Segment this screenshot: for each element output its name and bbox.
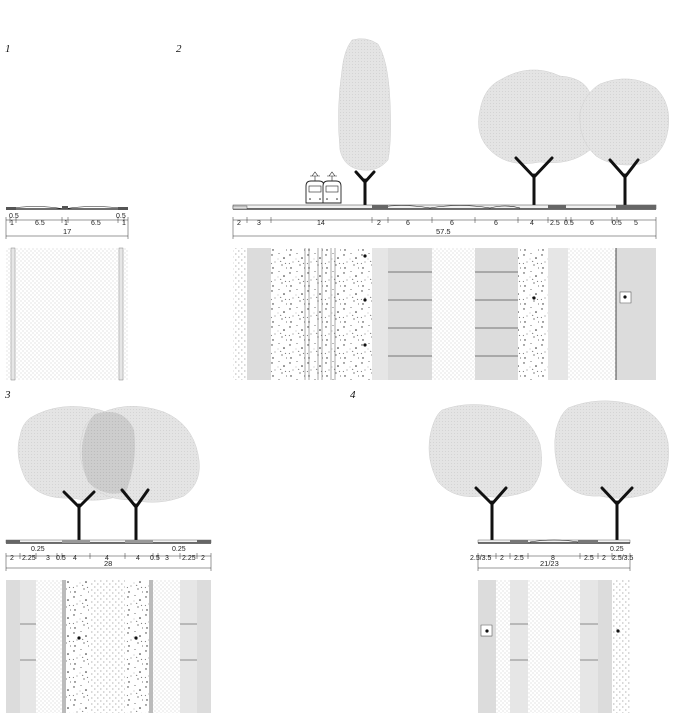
panel-4-dim: 2 bbox=[602, 555, 606, 562]
panel-3-upper-dim: 0.25 bbox=[172, 546, 186, 553]
panel-3-upper-dim: 0.25 bbox=[31, 546, 45, 553]
panel-3-dim: 2.25 bbox=[182, 555, 196, 562]
panel-3-trees bbox=[17, 406, 200, 542]
panel-2-dim: 0.5 bbox=[612, 220, 622, 227]
panel-1-dim: 0.5 bbox=[9, 213, 19, 220]
panel-2-dim: 6 bbox=[494, 220, 498, 227]
panel-4-section: 0.25 2.5/3.5 2 2.5 8 2.5 2 2.5/3.5 21/23 bbox=[470, 539, 634, 713]
panel-2-dim: 4 bbox=[530, 220, 534, 227]
panel-1-dim: 6.5 bbox=[35, 220, 45, 227]
tree-icon bbox=[428, 404, 542, 498]
panel-1-total: 17 bbox=[63, 227, 71, 236]
panel-3-dim: 3 bbox=[165, 555, 169, 562]
panel-2-dim: 2 bbox=[237, 220, 241, 227]
panel-3-total: 28 bbox=[104, 559, 112, 568]
panel-2-dim: 6 bbox=[450, 220, 454, 227]
panel-4-dim: 2.5/3.5 bbox=[470, 555, 492, 562]
panel-1-dim: 6.5 bbox=[91, 220, 101, 227]
panel-1-dim: 0.5 bbox=[116, 213, 126, 220]
panel-1-section: 0.5 6.5 1 6.5 0.5 1 1 17 bbox=[5, 206, 129, 381]
panel-1-dim: 1 bbox=[122, 220, 126, 227]
panel-2-dim: 2 bbox=[377, 220, 381, 227]
panel-4-upper-dim: 0.25 bbox=[610, 546, 624, 553]
panel-2-dim: 0.5 bbox=[564, 220, 574, 227]
panel-1-dim: 1 bbox=[10, 220, 14, 227]
panel-3-section: 0.25 0.25 2 2.25 3 0.5 4 4 4 0.5 3 2.25 … bbox=[5, 539, 212, 713]
panel-2-section: 2 3 14 2 6 6 6 4 2.5 0.5 6 0.5 5 57.5 bbox=[232, 204, 657, 380]
panel-2-dim: 6 bbox=[406, 220, 410, 227]
panel-4-dim: 2.5/3.5 bbox=[612, 555, 634, 562]
panel-3-dim: 4 bbox=[136, 555, 140, 562]
panel-3-dim: 4 bbox=[73, 555, 77, 562]
panel-3-dim: 3 bbox=[46, 555, 50, 562]
panel-1-dim: 1 bbox=[64, 220, 68, 227]
panel-4-dim: 8 bbox=[551, 555, 555, 562]
tree-icon bbox=[478, 69, 596, 164]
panel-2-number: 2 bbox=[176, 43, 182, 55]
panel-4-number: 4 bbox=[350, 389, 356, 401]
panel-3-dim: 0.5 bbox=[150, 555, 160, 562]
panel-1-number: 1 bbox=[5, 43, 11, 55]
panel-2-dim: 6 bbox=[590, 220, 594, 227]
panel-4-total: 21/23 bbox=[540, 559, 559, 568]
panel-2-trees bbox=[338, 38, 669, 207]
panel-4-dim: 2.5 bbox=[584, 555, 594, 562]
tree-icon bbox=[579, 78, 669, 166]
panel-3-dim: 4 bbox=[105, 555, 109, 562]
panel-2-dim: 14 bbox=[317, 220, 325, 227]
panel-2-dim: 5 bbox=[634, 220, 638, 227]
panel-2-dim: 2.5 bbox=[550, 220, 560, 227]
panel-4-dim: 2 bbox=[500, 555, 504, 562]
tree-icon bbox=[338, 38, 391, 171]
panel-3-dim: 2.25 bbox=[22, 555, 36, 562]
panel-2-total: 57.5 bbox=[436, 227, 451, 236]
panel-4-dim: 2.5 bbox=[514, 555, 524, 562]
panel-3-dim: 0.5 bbox=[56, 555, 66, 562]
panel-2-dim: 3 bbox=[257, 220, 261, 227]
panel-3-number: 3 bbox=[4, 389, 11, 401]
panel-3-dim: 2 bbox=[10, 555, 14, 562]
tram-icon bbox=[305, 171, 342, 204]
panel-3-dim: 2 bbox=[201, 555, 205, 562]
panel-4-trees bbox=[428, 400, 669, 542]
tree-icon bbox=[554, 400, 669, 499]
